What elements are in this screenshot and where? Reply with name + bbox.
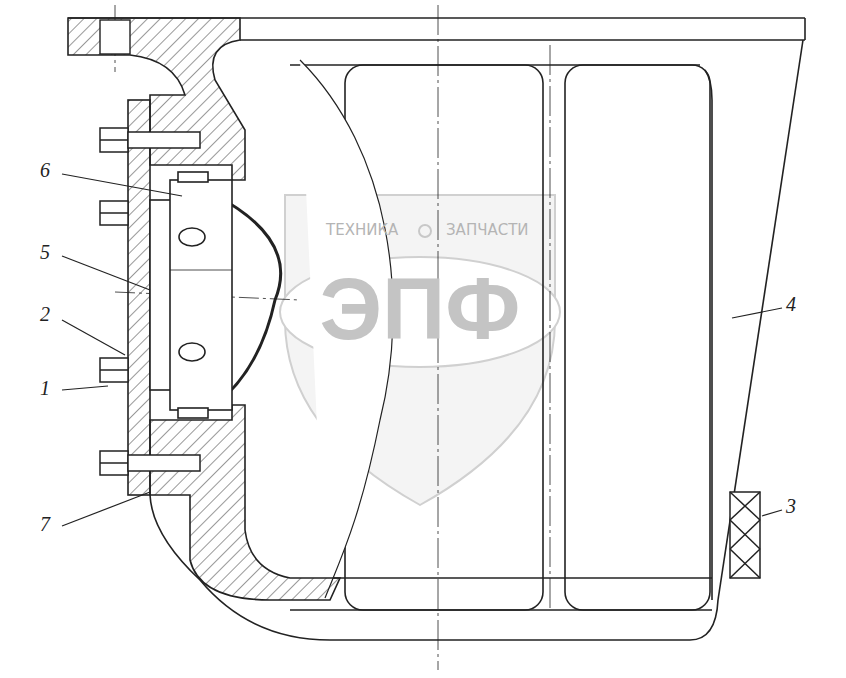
watermark-text: ЗАПЧАСТИ <box>446 223 529 238</box>
callout-number: 2 <box>40 304 50 324</box>
callout-number: 3 <box>786 496 796 516</box>
inner-parts <box>150 172 281 418</box>
watermark-oval <box>280 257 560 367</box>
watermark-gear <box>419 225 431 237</box>
section-hatching <box>68 18 340 600</box>
callout-number: 1 <box>40 378 50 398</box>
leader-lines <box>62 174 782 526</box>
watermark-text: ТЕХНИКА <box>326 223 398 238</box>
bolts <box>100 128 200 475</box>
housing-outline <box>68 5 805 670</box>
watermark-logo: ЭПФ <box>280 265 560 353</box>
callout-number: 6 <box>40 160 50 180</box>
callout-number: 7 <box>40 514 50 534</box>
callout-number: 5 <box>40 242 50 262</box>
pad-symbol <box>730 492 760 578</box>
callout-number: 4 <box>786 294 796 314</box>
